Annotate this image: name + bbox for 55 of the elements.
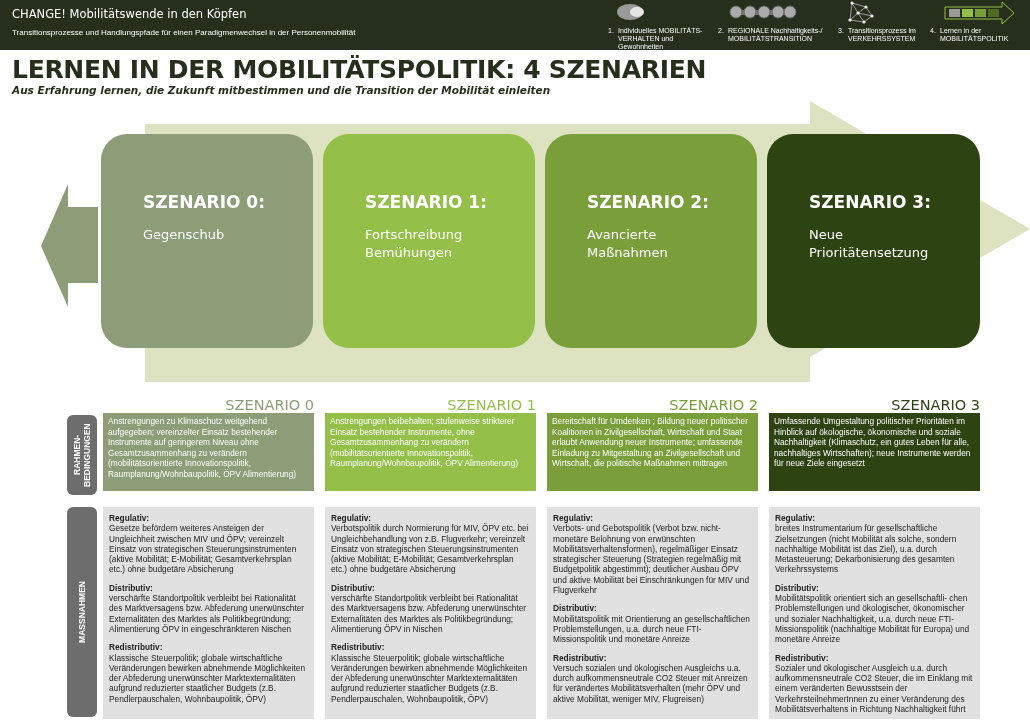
measure-text: Mobilitätspolitik orientiert sich an gesellschaftli- chen Problemstellungen und ökologischer, ökonomischer und sozialer Nachhaltigkeit, u.a. durch neue FTI-Missionspolitik (nachhaltige Mobilität für Europa) und monetäre Anreize xyxy=(775,593,971,645)
measure-heading: Regulativ: xyxy=(775,513,817,524)
column-heading: SZENARIO 2 xyxy=(668,397,758,413)
measure-panel xyxy=(769,507,980,719)
condition-text: Bereitschaft für Umdenken ; Bildung neuer politischer Koalitionen in Zivilgesellschaft, Wirtschaft und Staat erlaubt Anwendung neuer Instrumente; umfassende Einladung zu Mitgestaltung an Zivilgesellschaft und Wirtschaft, die politische Maßnahmen mittragen xyxy=(552,416,749,469)
scenario-card xyxy=(323,134,535,348)
measure-text: verschärfte Standortpolitik verbleibt bei Rationalität des Marktversagens bzw. Abfederung unerwünschter Externalitäten des Marktes als Politikbegründung; Alimentierung ÖPV in Nischen xyxy=(331,593,528,635)
condition-text: Umfassende Umgestaltung politischer Prioritäten im Hinblick auf ökologische, ökonomische und soziale Nachhaltigkeit (Klimaschutz, ein gutes Leben für alle, nachhaltiges Wirtschaften); neue Instrumente werden für neue Ziele eingesetzt xyxy=(774,416,972,469)
measure-text: Klassische Steuerpolitik; globale wirtschaftliche Veränderungen bewirken abnehmende Möglichkeiten der Abfederung unerwünschter Marktexternalitäten aufgrund reduzierter staatlicher Budgets (z.B. Pendlerpauschalen, Wohnbaupolitik, ÖPV) xyxy=(331,652,529,705)
column-heading: SZENARIO 0 xyxy=(224,397,314,413)
measure-heading: Distributiv: xyxy=(109,582,154,594)
measure-text: verschärfte Standortpolitik verbleibt bei Rationalität des Marktversagens bzw. Abfederung unerwünschter Externalitäten des Marktes als Politikbegründung; Alimentierung ÖPV in eingeschränkteren Nischen xyxy=(109,593,306,635)
column-heading: SZENARIO 1 xyxy=(446,397,536,413)
scenario-card xyxy=(545,134,757,348)
measure-heading: Regulativ: xyxy=(553,513,595,524)
column-heading: SZENARIO 3 xyxy=(890,397,980,413)
measure-panel xyxy=(325,507,536,719)
measure-heading: Redistributiv: xyxy=(331,642,386,653)
scenario-heading: SZENARIO 3: xyxy=(809,192,932,212)
row-header-tab: RAHMEN- BEDINGUNGEN xyxy=(67,415,97,495)
measure-heading: Redistributiv: xyxy=(109,642,164,653)
scenario-subtitle: Fortschreibung Bemühungen xyxy=(365,226,464,262)
measure-panel xyxy=(103,507,314,719)
row-header-tab: MASSNAHMEN xyxy=(67,507,97,717)
measure-heading: Redistributiv: xyxy=(553,652,608,663)
header-band xyxy=(0,0,1030,50)
scenario-card xyxy=(767,134,980,348)
scenario-subtitle: Gegenschub xyxy=(143,226,226,244)
measure-text: Verbotspolitik durch Normierung für MIV, ÖPV etc. bei Ungleichbehandlung von z.B. Flugverkehr; vereinzelt Einsatz von strategischen Steuerungsinstrumenten (aktive Mobilität; E-Mobilität; Gesamtverkehrsplan etc.) ohne budgetäre Absicherung xyxy=(331,523,530,575)
measure-heading: Regulativ: xyxy=(331,513,373,524)
measure-text: breites Instrumentarium für gesellschaftliche Zielsetzungen (nicht Mobilität als solche, sondern nachhaltige Mobilität ist das Ziel), u.a. durch Metasteuerung; Dekarbonisierung des gesamten Verkehrssystems xyxy=(775,523,958,575)
measure-text: Verbots- und Gebotspolitik (Verbot bzw. nicht-monetäre Belohnung von erwünschten Mobilitätsverhaltensformen), regelmäßiger Einsatz strategischer Steuerung (Strategien regelmäßig mit Budgetpolitik abgestimmt); deutlicher Ausbau ÖPV und aktive Mobilität bei Einschränkungen für MIV und Flugverkehr xyxy=(553,523,750,596)
header-subtitle: Transitionsprozesse und Handlungspfade für einen Paradigmenwechsel in der Personenmobilität xyxy=(12,28,356,37)
page-title: LERNEN IN DER MOBILITÄTSPOLITIK: 4 SZENARIEN xyxy=(12,55,707,84)
subtitle: Aus Erfahrung lernen, die Zukunft mitbestimmen und die Transition der Mobilität einleiten xyxy=(12,84,552,96)
measure-text: Klassische Steuerpolitik; globale wirtschaftliche Veränderungen bewirken abnehmende Möglichkeiten der Abfederung unerwünschter Marktexternalitäten aufgrund reduzierter staatlicher Budgets (z.B. Pendlerpauschalen, Wohnbaupolitik, ÖPV) xyxy=(109,652,307,705)
measure-panel xyxy=(547,507,758,719)
measure-text: Gesetze befördern weiteres Ansteigen der Ungleichheit zwischen MIV und ÖPV; vereinzelt Einsatz von strategischen Steuerungsinstrumenten (aktive Mobilität; E-Mobilität; Gesamtverkehrsplan etc.) ohne budgetäre Absicherung xyxy=(109,523,298,575)
measure-text: Versuch sozialen und ökologischen Ausgleichs u.a. durch aufkommensneutrale CO2 Steuer mit Anreizen für verändertes Mobilitätsverhalten (mehr ÖPV und aktive Mobilität, weniger MIV, Flugreisen) xyxy=(553,662,749,705)
condition-text: Anstrengungen beibehalten; stufenweise strikterer Einsatz bestehender Instrumente, ohne Gesamtzusammenhang zu verändern (mobilitätsorientierte Innovationspolitik, Raumplanung/Wohnbaupolitik, ÖPV Alimentierung) xyxy=(330,416,520,469)
measure-heading: Regulativ: xyxy=(109,513,151,524)
scenario-card xyxy=(101,134,313,348)
measure-heading: Distributiv: xyxy=(553,603,598,614)
scenario-heading: SZENARIO 0: xyxy=(143,192,266,212)
measure-text: Mobilitätspolitik mit Orientierung an gesellschaftlichen Problemstellungen, u.a. durch neue FTI-Missionspolitik und monetäre Anreize xyxy=(553,613,751,645)
measure-text: Sozialer und ökologischer Ausgleich u.a. durch aufkommensneutrale CO2 Steuer, die im Einklang mit einem veränderten Bewusstsein der VerkehrsteilnehmerInnen zu einer Veränderung des Mobilitätsverhaltens in Richtung Nachhaltigkeit führt xyxy=(775,662,974,715)
scenario-heading: SZENARIO 2: xyxy=(587,192,710,212)
measure-heading: Redistributiv: xyxy=(775,652,830,663)
measure-heading: Distributiv: xyxy=(775,582,820,594)
scenario-subtitle: Avancierte Maßnahmen xyxy=(587,226,669,262)
scenario-heading: SZENARIO 1: xyxy=(365,192,488,212)
condition-text: Anstrengungen zu Klimaschutz weitgehend aufgegeben; vereinzelter Einsatz bestehender Instrumente auf geringerem Niveau ohne Gesamtzusammenhang zu verändern (mobilitätsorientierte Innovationspolitik, Raumplanung/Wohnbaupolitik, ÖPV Alimentierung) xyxy=(108,416,298,480)
header-title: CHANGE! Mobilitätswende in den Köpfen xyxy=(12,7,247,21)
scenario-subtitle: Neue Prioritätensetzung xyxy=(809,226,929,262)
measure-heading: Distributiv: xyxy=(331,582,376,594)
